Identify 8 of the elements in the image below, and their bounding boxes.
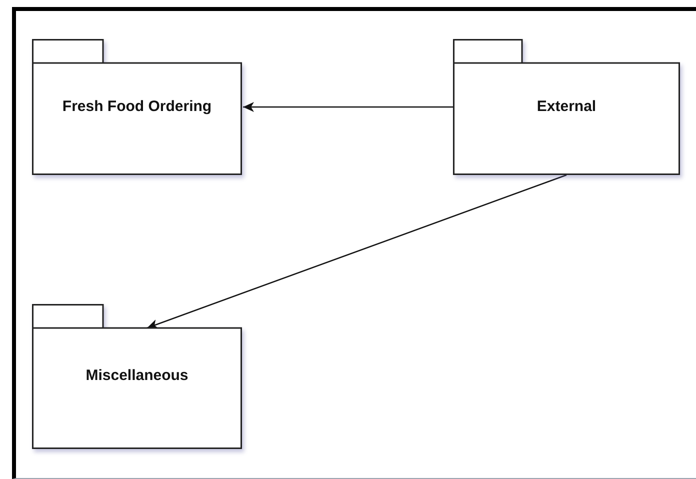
- package-label: Miscellaneous: [86, 367, 188, 386]
- package-label: External: [536, 98, 596, 116]
- package-symbol: [453, 39, 680, 175]
- package-symbol: [32, 39, 242, 175]
- arrow: [146, 174, 567, 329]
- arrow: [243, 102, 453, 112]
- package-symbol: [32, 304, 242, 449]
- package-label: Fresh Food Ordering: [62, 98, 212, 116]
